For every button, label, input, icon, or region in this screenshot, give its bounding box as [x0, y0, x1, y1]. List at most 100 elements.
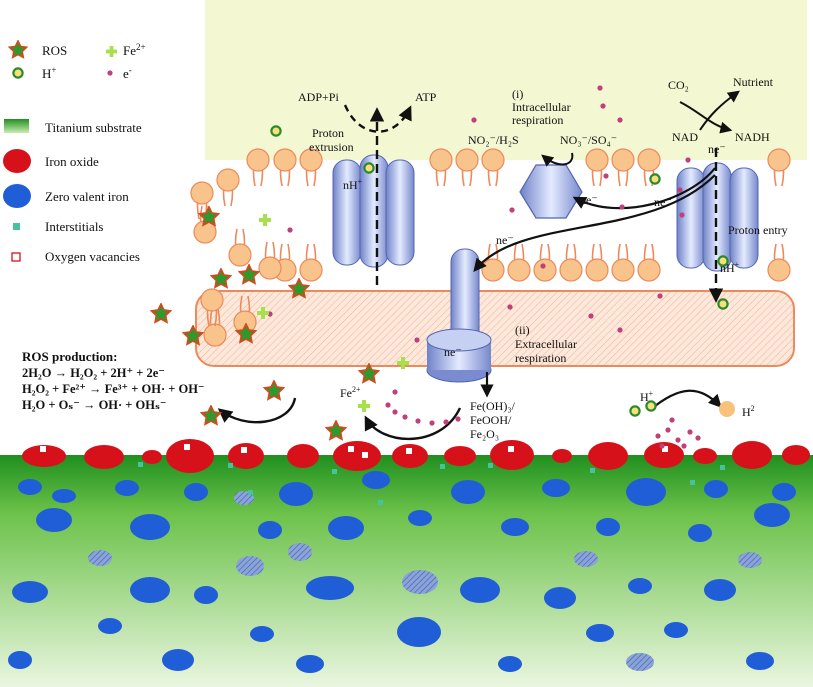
iron-oxide-layer — [22, 439, 810, 473]
ros-production-block: ROS production: 2H₂O → H₂O₂ + 2H⁺ + 2e⁻ … — [22, 349, 205, 412]
co2-nutrient-cycle-1 — [679, 101, 733, 134]
lipid-head — [637, 258, 661, 282]
lipid-head — [559, 258, 583, 282]
legend-zero-valent-label: Zero valent iron — [45, 189, 129, 204]
legend-fe2-sup: 2+ — [136, 42, 146, 52]
legend-h-label: H+ — [42, 65, 56, 81]
legend-fe2-label: Fe2+ — [123, 42, 146, 58]
proton-entry-label: Proton entry — [728, 223, 788, 237]
electron-dots — [267, 85, 701, 449]
lipid-bilayer — [190, 148, 791, 347]
lipid-head — [481, 258, 505, 282]
legend-e-icon — [107, 70, 113, 76]
lipid-head — [585, 148, 609, 172]
ne-hexagon-label: ne⁻ — [580, 193, 598, 207]
nh-right-text: nH — [720, 261, 735, 275]
nitrate-reduction-arrow — [541, 152, 574, 167]
electron-path-to-cytochrome — [473, 174, 716, 273]
legend-h-sup: + — [51, 65, 56, 75]
nh-left-label: nH+ — [343, 177, 363, 192]
lipid-head — [507, 258, 531, 282]
lipid-head — [767, 258, 791, 282]
no3-so4-label: NO₃⁻/SO₄⁻ — [560, 133, 617, 147]
oxygen-vacancy-marks — [40, 444, 782, 458]
h2-sup: 2 — [751, 404, 755, 413]
lipid-head — [258, 256, 282, 280]
legend-titanium-swatch — [4, 119, 29, 133]
feoh3-label: Fe(OH)₃/ — [470, 399, 516, 413]
adp-atp-curve — [343, 104, 412, 133]
legend-e-label: e- — [123, 65, 132, 81]
fe2-mid-text: Fe — [340, 386, 352, 400]
nh-left-sup: + — [358, 177, 363, 186]
h-right-text: H — [640, 390, 649, 404]
legend-h-text: H — [42, 66, 51, 81]
legend-vacancies-label: Oxygen vacancies — [45, 249, 140, 264]
fe2-mid-sup: 2+ — [352, 385, 361, 394]
intracellular-label-3: respiration — [512, 113, 563, 127]
intracellular-label-1: (i) — [512, 87, 523, 101]
legend-e-sup: - — [129, 65, 132, 75]
legend-ros-label: ROS — [42, 43, 67, 58]
legend-titanium-label: Titanium substrate — [45, 120, 142, 135]
ros-equation-3: H₂O + Oₛ⁻ → OH· + OHₛ⁻ — [22, 398, 167, 412]
co2-nutrient-cycle-2 — [699, 90, 740, 131]
outer-membrane — [195, 290, 795, 367]
lipid-head — [216, 168, 240, 192]
lipid-head — [585, 258, 609, 282]
proton-extrusion-label-1: Proton — [312, 126, 344, 140]
legend: ROS Fe2+ H+ e- Titanium substrate Iron o… — [3, 40, 146, 264]
lipid-head — [228, 243, 252, 267]
extracellular-label-3: respiration — [515, 351, 566, 365]
ne-cylinder-label: ne⁻ — [444, 345, 462, 359]
feooh-label: FeOOH/ — [470, 413, 512, 427]
nh-right-label: nH+ — [720, 260, 740, 275]
legend-e-text: e — [123, 66, 129, 81]
lipid-head — [455, 148, 479, 172]
lipid-head — [299, 258, 323, 282]
electron-path-to-hexagon — [572, 167, 716, 210]
co2-label: CO₂ — [668, 78, 689, 92]
reductase-hexagon — [519, 164, 583, 219]
lipid-head — [246, 148, 270, 172]
legend-zero-valent-swatch — [3, 184, 31, 208]
extracellular-label-2: Extracellular — [515, 337, 577, 351]
h-right-label: H+ — [640, 389, 654, 404]
lipid-head — [203, 323, 227, 347]
h2-label: H2 — [742, 404, 755, 419]
hydrogen-evolution-arrow — [649, 389, 722, 411]
nadh-label: NADH — [735, 130, 770, 144]
ros-equation-2: H₂O₂ + Fe²⁺ → Fe³⁺ + OH· + OH⁻ — [22, 382, 205, 396]
lipid-head — [481, 148, 505, 172]
lipid-head — [190, 181, 214, 205]
lipid-head — [429, 148, 453, 172]
ros-production-title: ROS production: — [22, 349, 117, 364]
titanium-substrate — [0, 455, 813, 687]
nh-left-text: nH — [343, 178, 358, 192]
legend-iron-oxide-label: Iron oxide — [45, 154, 99, 169]
legend-ros-icon — [8, 40, 28, 59]
legend-interstitials-swatch — [13, 223, 20, 230]
ne-mid-label: ne⁻ — [654, 195, 672, 209]
ne-top-label: ne⁻ — [708, 142, 726, 156]
ros-equation-1: 2H₂O → H₂O₂ + 2H⁺ + 2e⁻ — [22, 366, 165, 380]
legend-fe2-icon — [106, 46, 117, 57]
proton-entry-protein — [676, 162, 759, 272]
atp-synthase-protein — [332, 154, 415, 268]
no2-h2s-label: NO₂⁻/H₂S — [468, 133, 519, 147]
intracellular-label-2: Intracellular — [512, 100, 571, 114]
lipid-head — [200, 288, 224, 312]
zero-valent-iron-particles — [8, 471, 796, 673]
lipid-head — [767, 148, 791, 172]
adp-label: ADP+Pi — [298, 90, 339, 104]
lipid-head — [273, 148, 297, 172]
cytochrome-protein — [426, 248, 492, 383]
nad-label: NAD — [672, 130, 698, 144]
proton-extrusion-label-2: extrusion — [309, 140, 354, 154]
ros-release-arrow — [217, 397, 297, 424]
lipid-head — [611, 148, 635, 172]
legend-h-icon — [12, 67, 24, 79]
legend-vacancies-swatch — [11, 252, 21, 262]
